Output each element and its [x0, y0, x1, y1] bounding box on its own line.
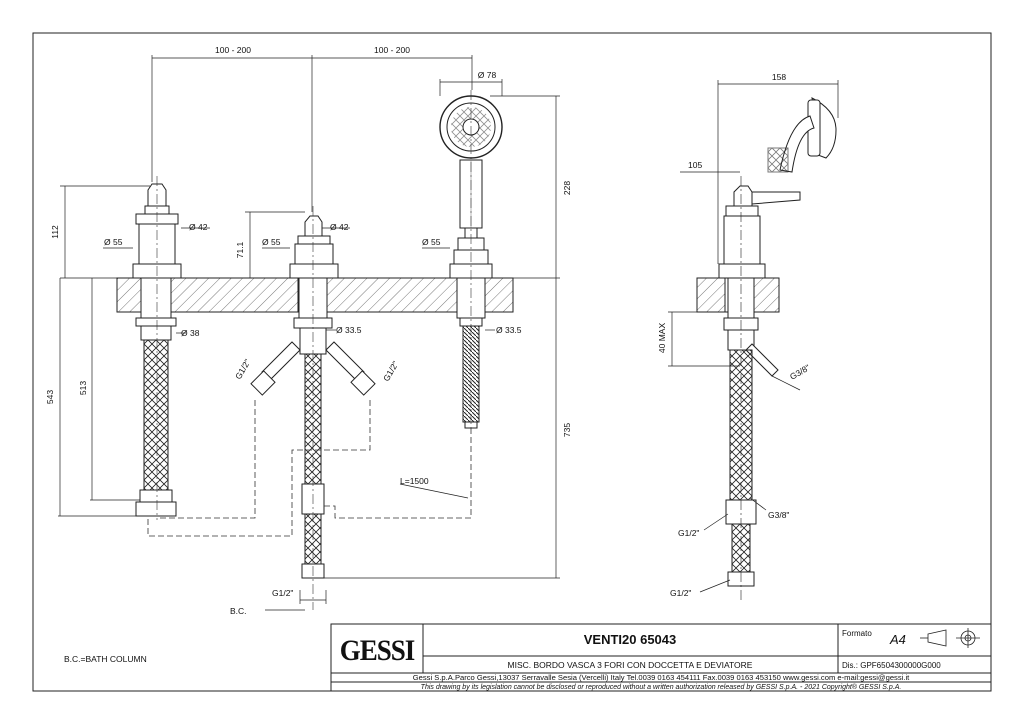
- dim-mid-base: Ø 55: [262, 237, 281, 247]
- front-dimension-lines: [58, 55, 560, 611]
- dim-right-base: Ø 55: [422, 237, 441, 247]
- title-block: [330, 623, 992, 692]
- dim-158: 158: [772, 72, 786, 82]
- bath-column-note: B.C.=BATH COLUMN: [64, 654, 147, 664]
- dim-g38-top: G3/8": [788, 362, 812, 381]
- sheet-border: [32, 32, 992, 692]
- dim-mid-handle-diameter: Ø 42: [330, 222, 349, 232]
- dim-735: 735: [562, 423, 572, 437]
- dim-shower-diameter: Ø 78: [478, 70, 497, 80]
- dim-conn-right: G1/2": [381, 359, 400, 383]
- dim-left-base: Ø 55: [104, 237, 123, 247]
- format-label: Formato: [842, 629, 872, 638]
- middle-diverter: [250, 215, 376, 579]
- dim-g12-mid: G1/2": [678, 528, 699, 538]
- dim-105: 105: [688, 160, 702, 170]
- side-dimension-lines: [668, 80, 839, 593]
- dim-spacing-left: 100 - 200: [215, 45, 251, 55]
- dim-513: 513: [78, 381, 88, 395]
- dim-left-handle-diameter: Ø 42: [189, 222, 208, 232]
- dim-40-max: 40 MAX: [657, 323, 667, 354]
- product-description: MISC. BORDO VASCA 3 FORI CON DOCCETTA E …: [508, 660, 753, 670]
- dim-g38-bottom: G3/8": [768, 510, 789, 520]
- dim-g12-bottom: G1/2": [670, 588, 691, 598]
- company-address: Gessi S.p.A.Parco Gessi,13037 Serravalle…: [413, 673, 910, 682]
- gessi-logo: GESSI: [340, 635, 415, 667]
- format-value: A4: [889, 632, 906, 647]
- dim-spacing-right: 100 - 200: [374, 45, 410, 55]
- drawing-number: Dis.: GPF6504300000G000: [842, 661, 941, 670]
- dim-right-pipe: Ø 33.5: [496, 325, 522, 335]
- dim-left-pipe: Ø 38: [181, 328, 200, 338]
- side-view: [696, 97, 837, 600]
- dim-hose-length: L=1500: [400, 476, 429, 486]
- product-title: VENTI20 65043: [584, 632, 677, 647]
- dim-112: 112: [50, 225, 60, 239]
- dim-71-1: 71.1: [235, 241, 245, 258]
- dim-conn-left: G1/2": [233, 357, 252, 381]
- dim-conn-bottom: G1/2": [272, 588, 293, 598]
- projection-symbol-icon: [920, 628, 980, 648]
- dim-228: 228: [562, 181, 572, 195]
- dim-543: 543: [45, 390, 55, 404]
- front-view: [116, 90, 514, 610]
- dim-mid-pipe: Ø 33.5: [336, 325, 362, 335]
- label-bc: B.C.: [230, 606, 247, 616]
- copyright-notice: This drawing by its legislation cannot b…: [421, 683, 902, 691]
